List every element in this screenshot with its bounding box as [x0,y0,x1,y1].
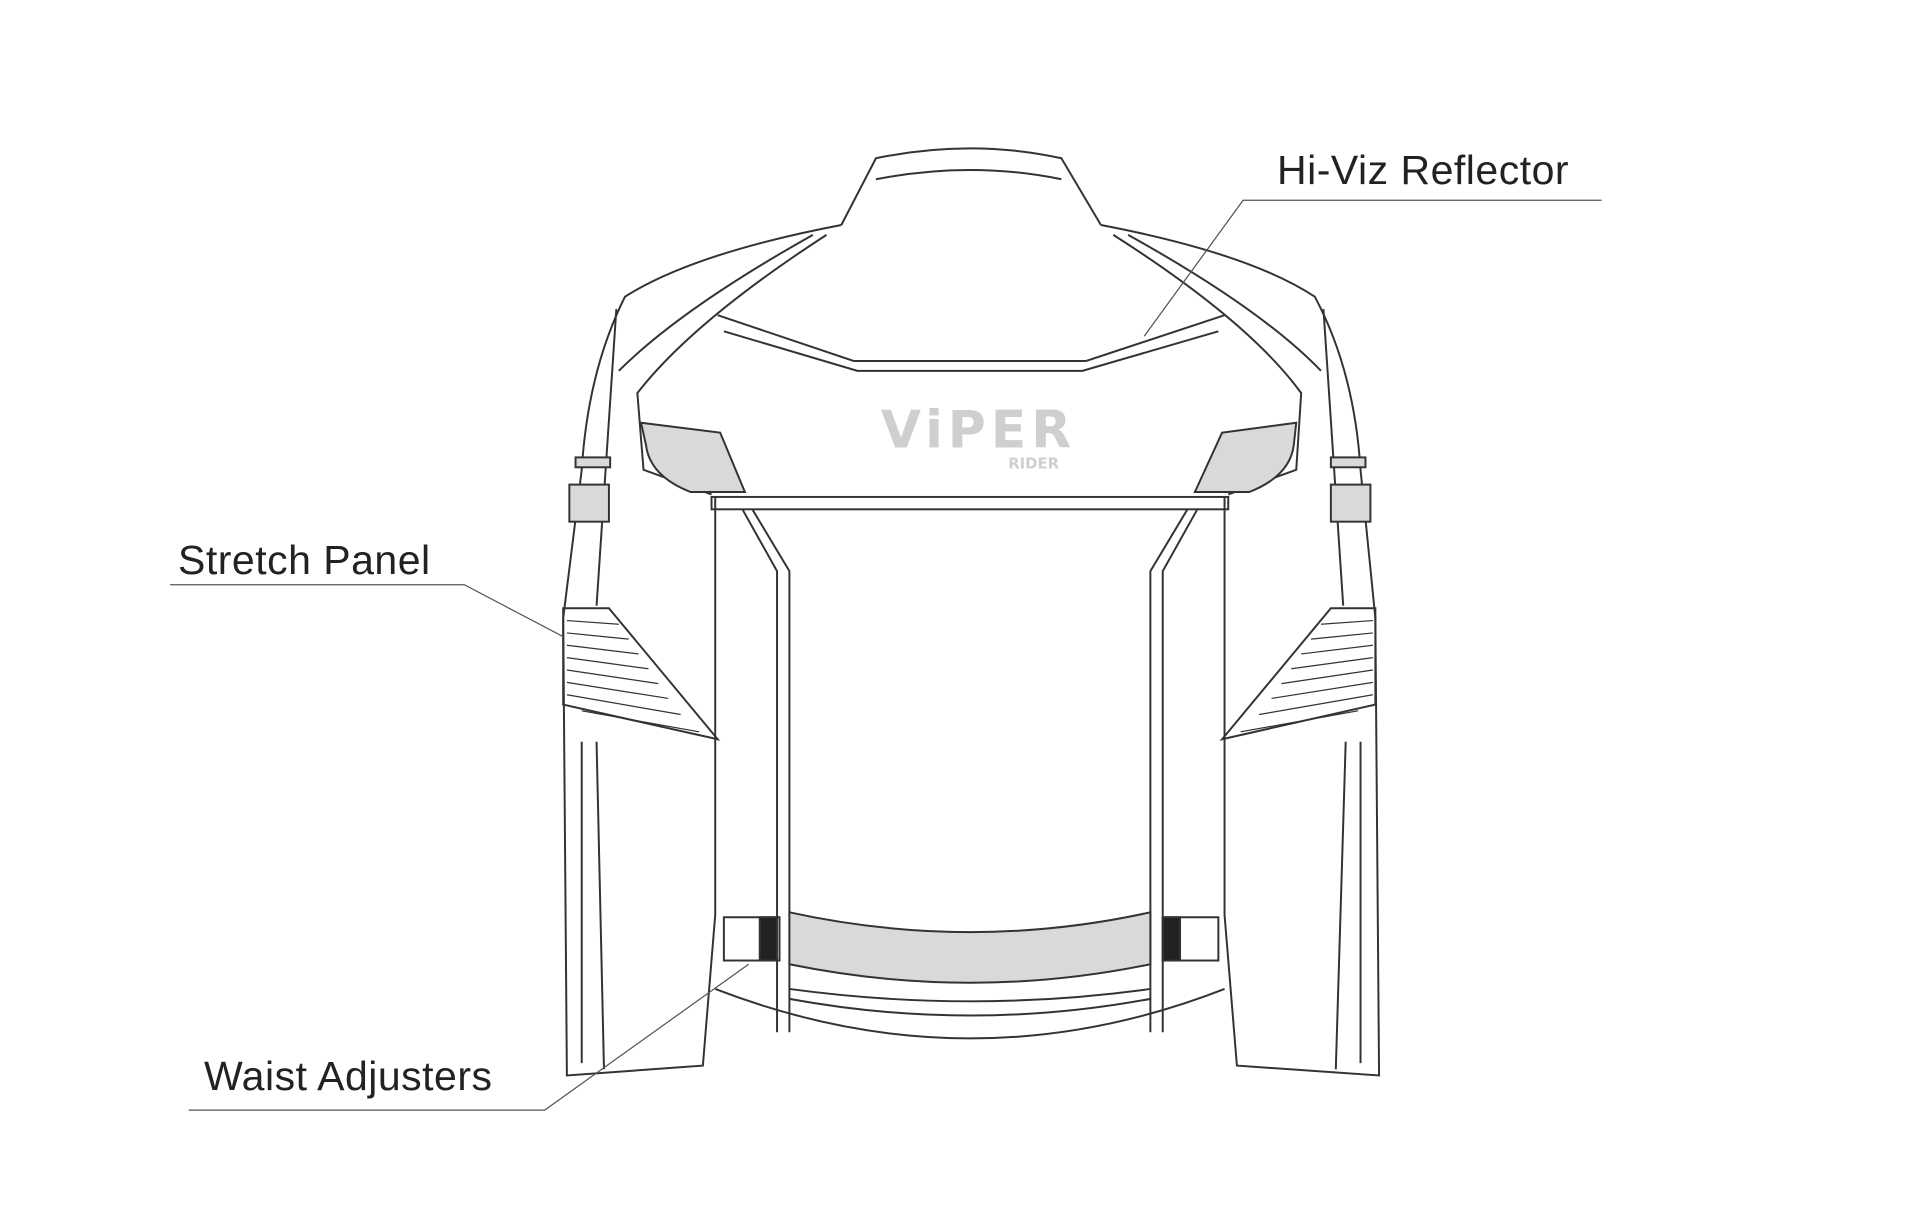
label-hi-viz-reflector: Hi-Viz Reflector [1277,147,1570,193]
label-waist-adjusters: Waist Adjusters [204,1053,493,1099]
leader-lines [170,199,1602,1111]
logo-brand: ViPER [881,401,1076,461]
stretch-panels [562,607,1377,741]
logo-sub: RIDER [1008,456,1059,473]
waist-adjusters [722,916,1220,962]
hi-viz-reflectors [568,421,1372,984]
label-stretch-panel: Stretch Panel [178,537,431,583]
